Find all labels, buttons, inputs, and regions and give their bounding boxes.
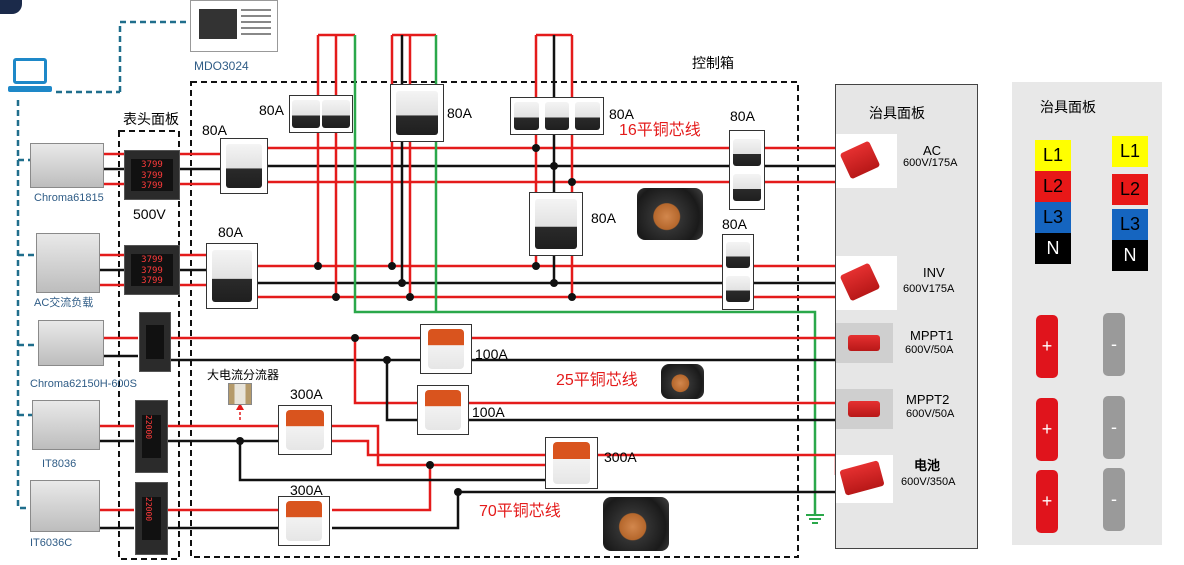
shunt-label: 大电流分流器 bbox=[207, 368, 280, 382]
port-battery-connector bbox=[836, 455, 893, 503]
port-ac-spec: 600V/175A bbox=[903, 157, 958, 169]
contactor-c1 bbox=[220, 138, 268, 194]
wire16-label: 16平铜芯线 bbox=[619, 122, 701, 139]
scope-label: MDO3024 bbox=[194, 59, 249, 73]
contactor-c8 bbox=[722, 234, 754, 310]
phase-l1-b: L1 bbox=[1112, 136, 1148, 167]
relay-r5 bbox=[278, 496, 330, 546]
dc-meter-2: 22000 bbox=[135, 400, 168, 473]
dc-meter-1 bbox=[139, 312, 171, 372]
relay-r4 bbox=[545, 437, 598, 489]
rating-r3: 300A bbox=[290, 386, 323, 402]
rating-r5: 300A bbox=[290, 482, 323, 498]
rating-c8: 80A bbox=[722, 216, 747, 232]
chroma62150-device bbox=[38, 320, 104, 366]
port-mppt1-connector bbox=[836, 323, 893, 363]
rating-r2: 100A bbox=[472, 404, 505, 420]
contactor-c6 bbox=[529, 192, 583, 256]
it6036c-device bbox=[30, 480, 100, 532]
phase-l2-a: L2 bbox=[1035, 171, 1071, 202]
rating-c6: 80A bbox=[591, 210, 616, 226]
plus-terminal-2: + bbox=[1036, 398, 1058, 461]
port-mppt2-spec: 600V/50A bbox=[906, 408, 955, 420]
relay-r1 bbox=[420, 324, 472, 374]
rating-c1: 80A bbox=[202, 122, 227, 138]
port-inv-name: INV bbox=[923, 265, 945, 280]
chroma61815-label: Chroma61815 bbox=[34, 192, 104, 204]
rating-c7: 80A bbox=[730, 108, 755, 124]
relay-r2 bbox=[417, 385, 469, 435]
port-mppt1-name: MPPT1 bbox=[910, 328, 954, 343]
it8036-label: IT8036 bbox=[42, 458, 77, 470]
port-ac-connector bbox=[836, 134, 897, 188]
port-mppt1-spec: 600V/50A bbox=[905, 344, 954, 356]
plus-terminal-1: + bbox=[1036, 315, 1058, 378]
cable-25-image bbox=[661, 364, 704, 399]
rating-r4: 300A bbox=[604, 449, 637, 465]
port-inv-connector bbox=[836, 256, 897, 310]
contactor-c7 bbox=[729, 130, 765, 210]
phase-l2-b: L2 bbox=[1112, 174, 1148, 205]
ac-load-label: AC交流负载 bbox=[34, 297, 94, 309]
top-corner-icon bbox=[0, 0, 22, 14]
wire25-label: 25平铜芯线 bbox=[556, 372, 638, 389]
minus-terminal-3: - bbox=[1103, 468, 1125, 531]
cable-70-image bbox=[603, 497, 669, 551]
rating-c5: 80A bbox=[609, 106, 634, 122]
phase-n-a: N bbox=[1035, 233, 1071, 264]
port-battery-spec: 600V/350A bbox=[901, 476, 956, 488]
dc-meter-3: 22000 bbox=[135, 482, 168, 555]
fixture-panel-title: 治具面板 bbox=[869, 105, 925, 121]
rating-c2: 80A bbox=[218, 224, 243, 240]
port-mppt2-name: MPPT2 bbox=[906, 392, 950, 407]
voltage-label: 500V bbox=[133, 206, 166, 222]
it6036c-label: IT6036C bbox=[30, 537, 73, 549]
chroma61815-device bbox=[30, 143, 104, 188]
port-mppt2-connector bbox=[836, 389, 893, 429]
contactor-c4 bbox=[390, 84, 444, 142]
plus-terminal-3: + bbox=[1036, 470, 1058, 533]
oscilloscope-image bbox=[190, 0, 278, 52]
fixture-panel-right-title: 治具面板 bbox=[1040, 99, 1096, 115]
port-ac-name: AC bbox=[923, 143, 942, 158]
contactor-c2 bbox=[206, 243, 258, 309]
phase-l3-a: L3 bbox=[1035, 202, 1071, 233]
contactor-c3 bbox=[289, 95, 353, 133]
laptop-icon bbox=[8, 56, 52, 100]
phase-l3-b: L3 bbox=[1112, 209, 1148, 240]
port-battery-name: 电池 bbox=[914, 458, 941, 473]
wire70-label: 70平铜芯线 bbox=[479, 503, 561, 520]
contactor-c5 bbox=[510, 97, 604, 135]
minus-terminal-2: - bbox=[1103, 396, 1125, 459]
shunt-image bbox=[228, 383, 252, 405]
rating-r1: 100A bbox=[475, 346, 508, 362]
cable-16-image bbox=[637, 188, 703, 240]
rating-c4: 80A bbox=[447, 105, 472, 121]
rating-c3: 80A bbox=[259, 102, 284, 118]
control-box-label: 控制箱 bbox=[692, 55, 734, 71]
port-inv-spec: 600V175A bbox=[903, 283, 955, 295]
phase-l1-a: L1 bbox=[1035, 140, 1071, 171]
relay-r3 bbox=[278, 405, 332, 455]
chroma62150-label: Chroma62150H-600S bbox=[30, 378, 138, 390]
ac-load-device bbox=[36, 233, 100, 293]
minus-terminal-1: - bbox=[1103, 313, 1125, 376]
meter-panel-label: 表头面板 bbox=[123, 111, 179, 127]
phase-n-b: N bbox=[1112, 240, 1148, 271]
it8036-device bbox=[32, 400, 100, 450]
